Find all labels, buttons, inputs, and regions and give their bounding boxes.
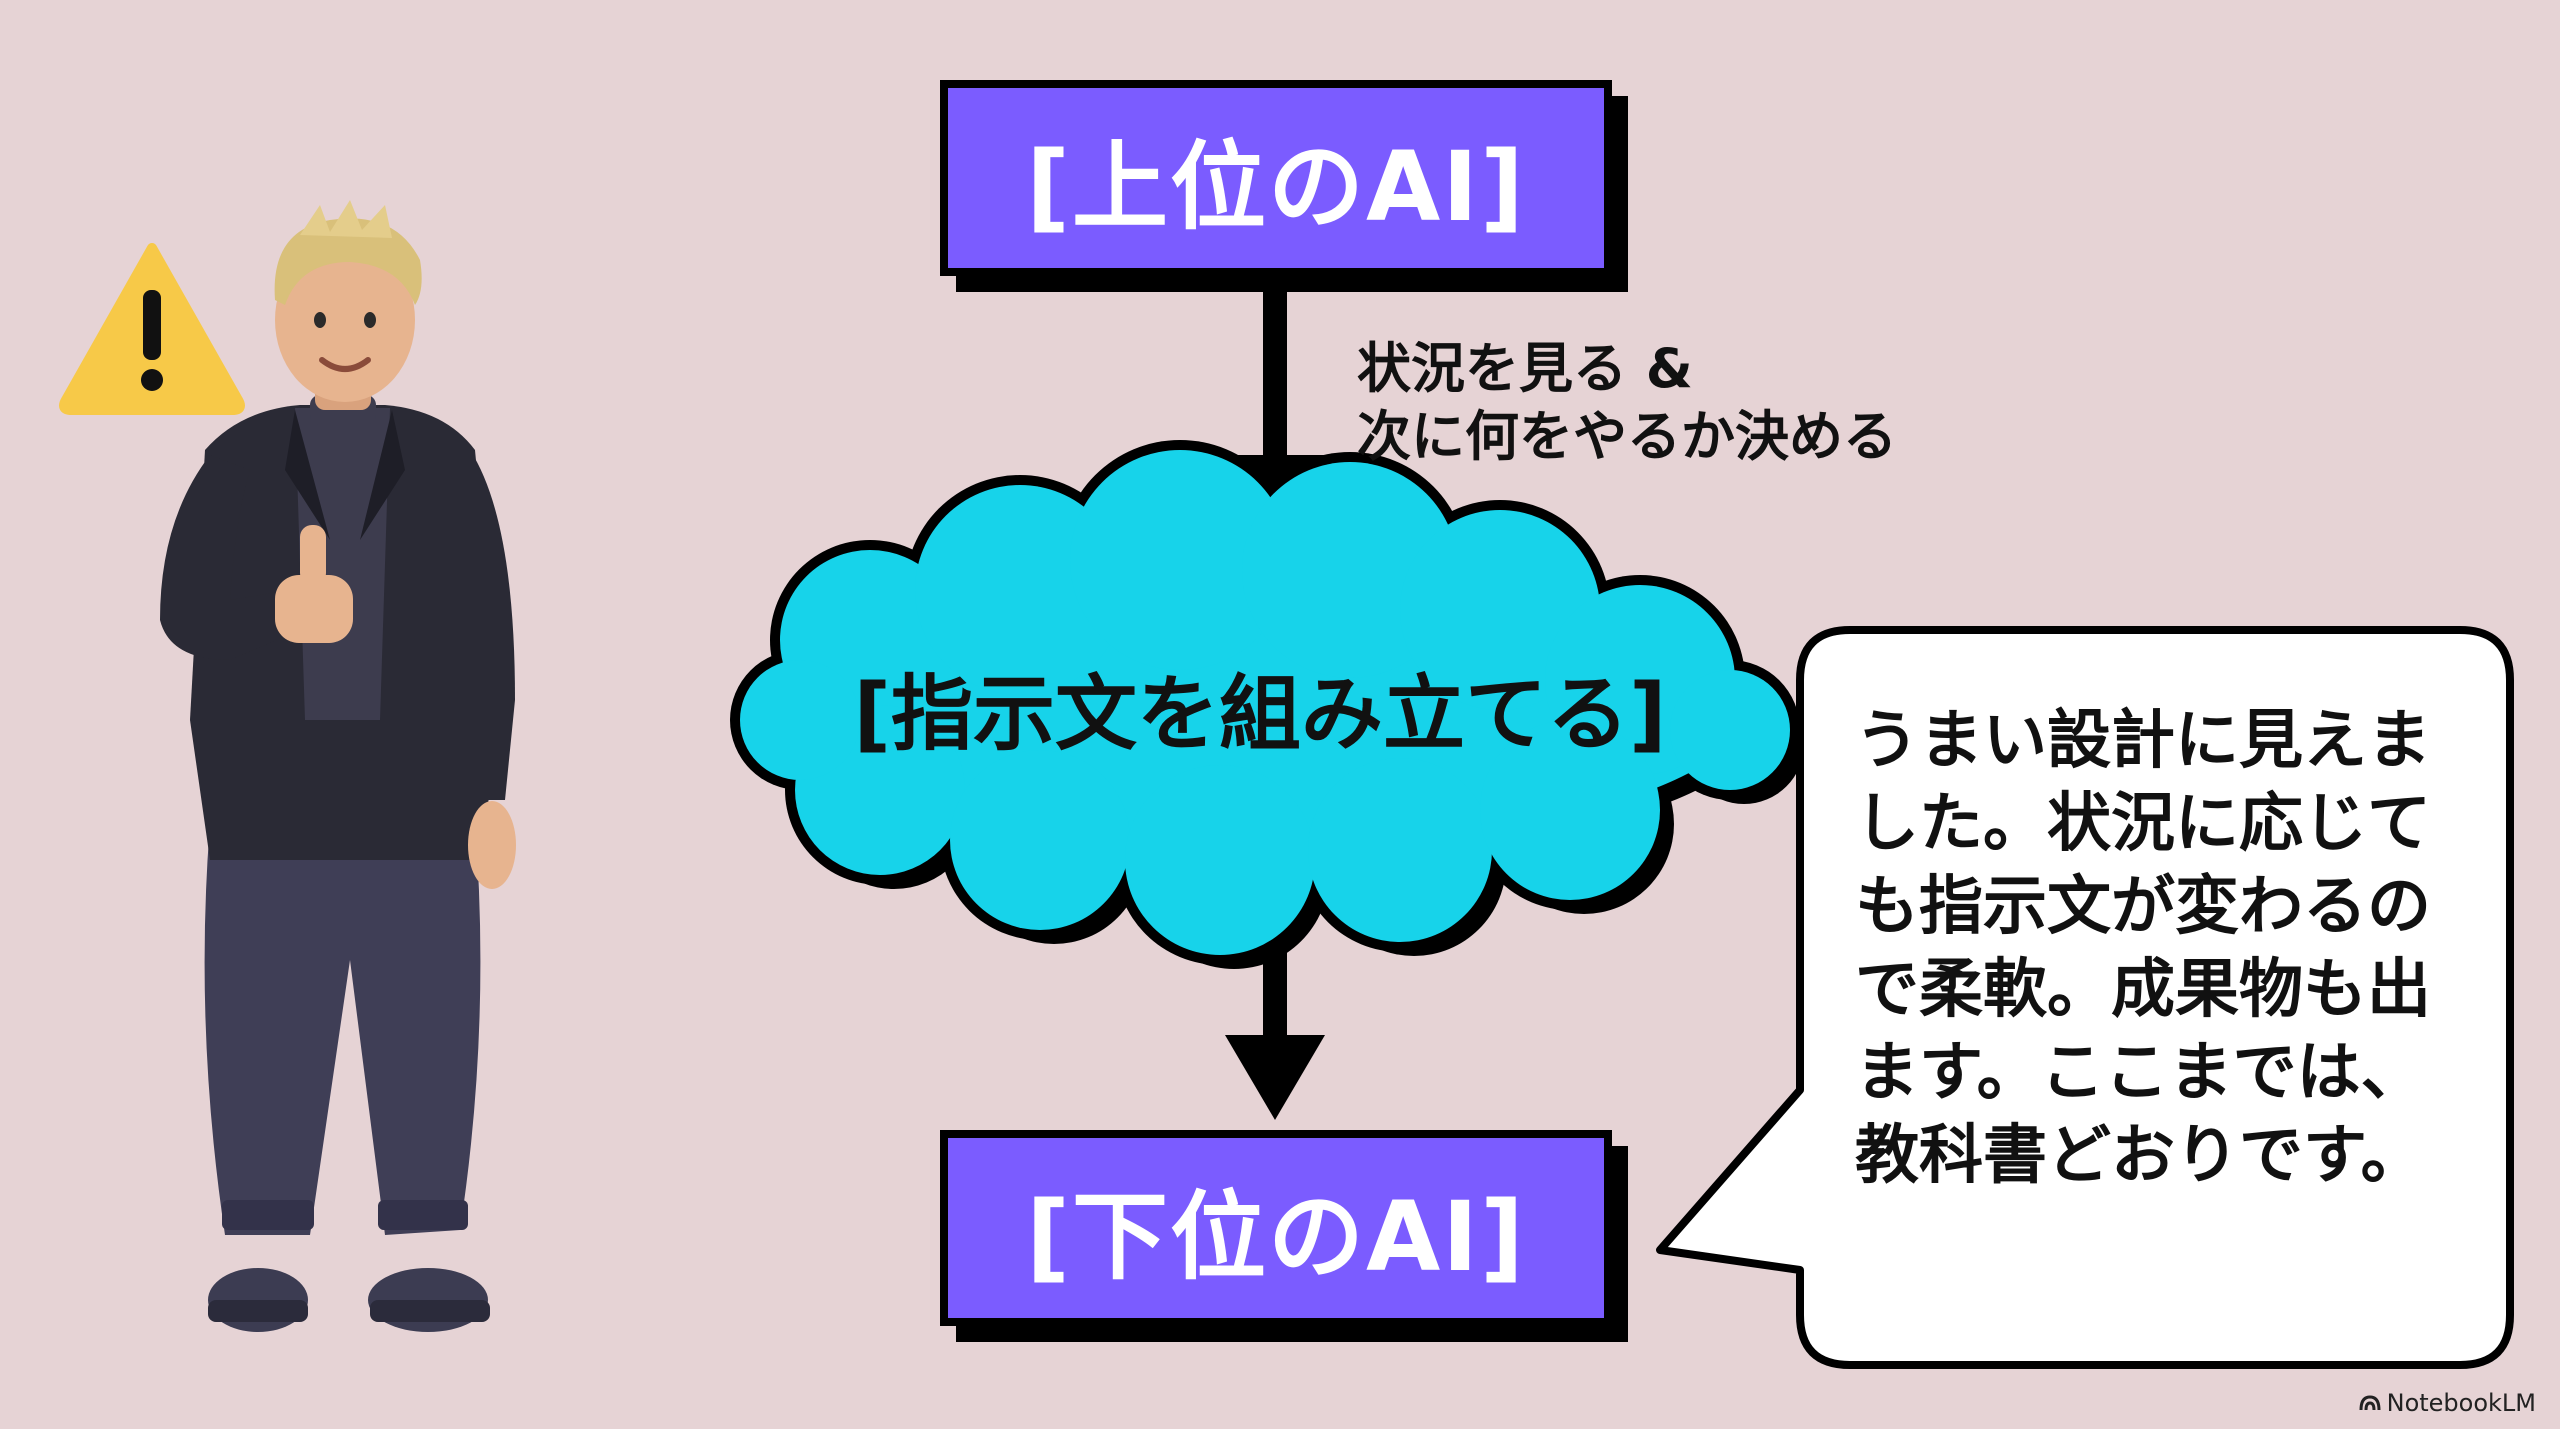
speech-bubble-text: うまい設計に見えました。状況に応じても指示文が変わるので柔軟。成果物も出ます。こ… <box>1855 704 2431 1193</box>
brand-watermark: NotebookLM <box>2359 1389 2536 1417</box>
arrow-label-line2: 次に何をやるか決める <box>1357 405 1897 468</box>
arrow-label-line1: 状況を見る & <box>1357 337 1693 400</box>
upper-ai-label: [上位のAI] <box>1026 130 1526 243</box>
arrow-label: 状況を見る & 次に何をやるか決める <box>1357 335 1897 471</box>
notebooklm-logo-icon <box>2359 1395 2381 1411</box>
cloud-label: [指示文を組み立てる] <box>853 667 1667 762</box>
lower-ai-box: [下位のAI] <box>940 1130 1612 1326</box>
presenter-avatar <box>160 200 516 1332</box>
cloud-shape <box>730 440 1804 969</box>
upper-ai-box: [上位のAI] <box>940 80 1612 276</box>
warning-icon <box>59 243 245 415</box>
speech-bubble <box>1656 626 2514 1369</box>
lower-ai-label: [下位のAI] <box>1026 1180 1526 1293</box>
brand-name: NotebookLM <box>2386 1389 2536 1417</box>
